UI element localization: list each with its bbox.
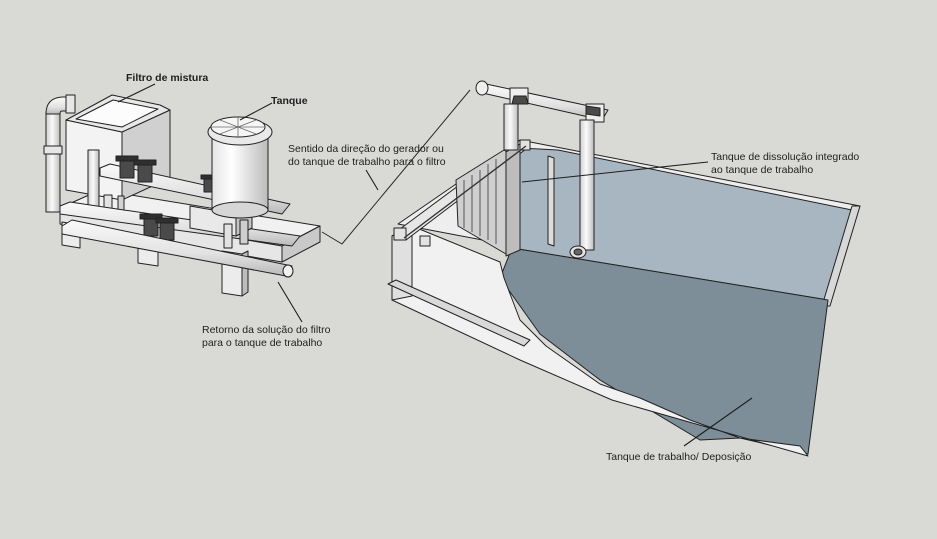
label-return-line1: Retorno da solução do filtro: [202, 324, 331, 336]
tank-front-wall: [391, 225, 809, 457]
label-integrated-line2: ao tanque de trabalho: [711, 164, 814, 176]
dissolution-slats: [463, 159, 497, 244]
dissolution-panels: [455, 149, 515, 255]
pump-stand-1: [223, 223, 233, 249]
tank-bottom-ledge: [387, 279, 531, 347]
leader-lines: [117, 83, 753, 447]
mixing-filter-box-opening: [75, 99, 159, 128]
valve-1: [115, 155, 139, 179]
working-tank: [387, 80, 861, 457]
top-pipe-valve-1: [511, 95, 529, 105]
frame-clamp-2: [419, 235, 431, 247]
left-elbow-collar: [65, 94, 76, 114]
frame-clamp-1: [393, 227, 407, 241]
label-direction-line2: do tanque de trabalho para o filtro: [288, 156, 446, 168]
leader-return: [277, 281, 303, 323]
label-return-line2: para o tanque de trabalho: [202, 337, 323, 349]
valve-4: [139, 213, 163, 237]
base-frame-side: [281, 225, 321, 263]
label-direction-line1: Sentido da direção do gerador ou: [288, 143, 444, 155]
label-direction: Sentido da direção do gerador ou do tanq…: [288, 143, 446, 169]
middle-vertical-pipe: [87, 149, 100, 213]
left-vertical-pipe: [45, 111, 61, 213]
top-pipe-cap: [475, 80, 489, 96]
leader-direction: [365, 169, 379, 191]
immersed-plate: [547, 155, 555, 247]
label-tank: Tanque: [271, 95, 308, 107]
dissolution-back-plate: [505, 143, 521, 257]
frame-clamp-3: [519, 139, 531, 151]
support-rod: [403, 145, 527, 239]
direction-connector: [321, 89, 471, 245]
label-return: Retorno da solução do filtro para o tanq…: [202, 324, 330, 350]
right-down-pipe-opening: [573, 248, 583, 256]
leader-mixing-filter: [117, 83, 156, 103]
pump-stand-2: [239, 219, 249, 245]
return-pipe-end: [282, 264, 294, 278]
leader-integrated: [521, 161, 709, 183]
left-pipe-collar: [43, 145, 63, 155]
valve-2: [133, 159, 157, 183]
label-integrated-line1: Tanque de dissolução integrado: [711, 151, 860, 163]
right-down-pipe: [579, 119, 595, 251]
tank-bottom: [211, 201, 269, 219]
leader-tank: [239, 102, 273, 121]
tank-lid-ribs: [212, 117, 264, 137]
top-pipe-valve-2: [585, 105, 601, 117]
filter-unit: [43, 94, 321, 297]
leader-working-tank: [683, 397, 753, 447]
label-working-tank: Tanque de trabalho/ Deposição: [606, 451, 752, 463]
label-integrated-tank: Tanque de dissolução integrado ao tanque…: [711, 151, 859, 177]
left-down-pipe: [503, 103, 519, 151]
label-mixing-filter: Filtro de mistura: [126, 72, 209, 84]
tank-right-wall: [821, 205, 861, 307]
